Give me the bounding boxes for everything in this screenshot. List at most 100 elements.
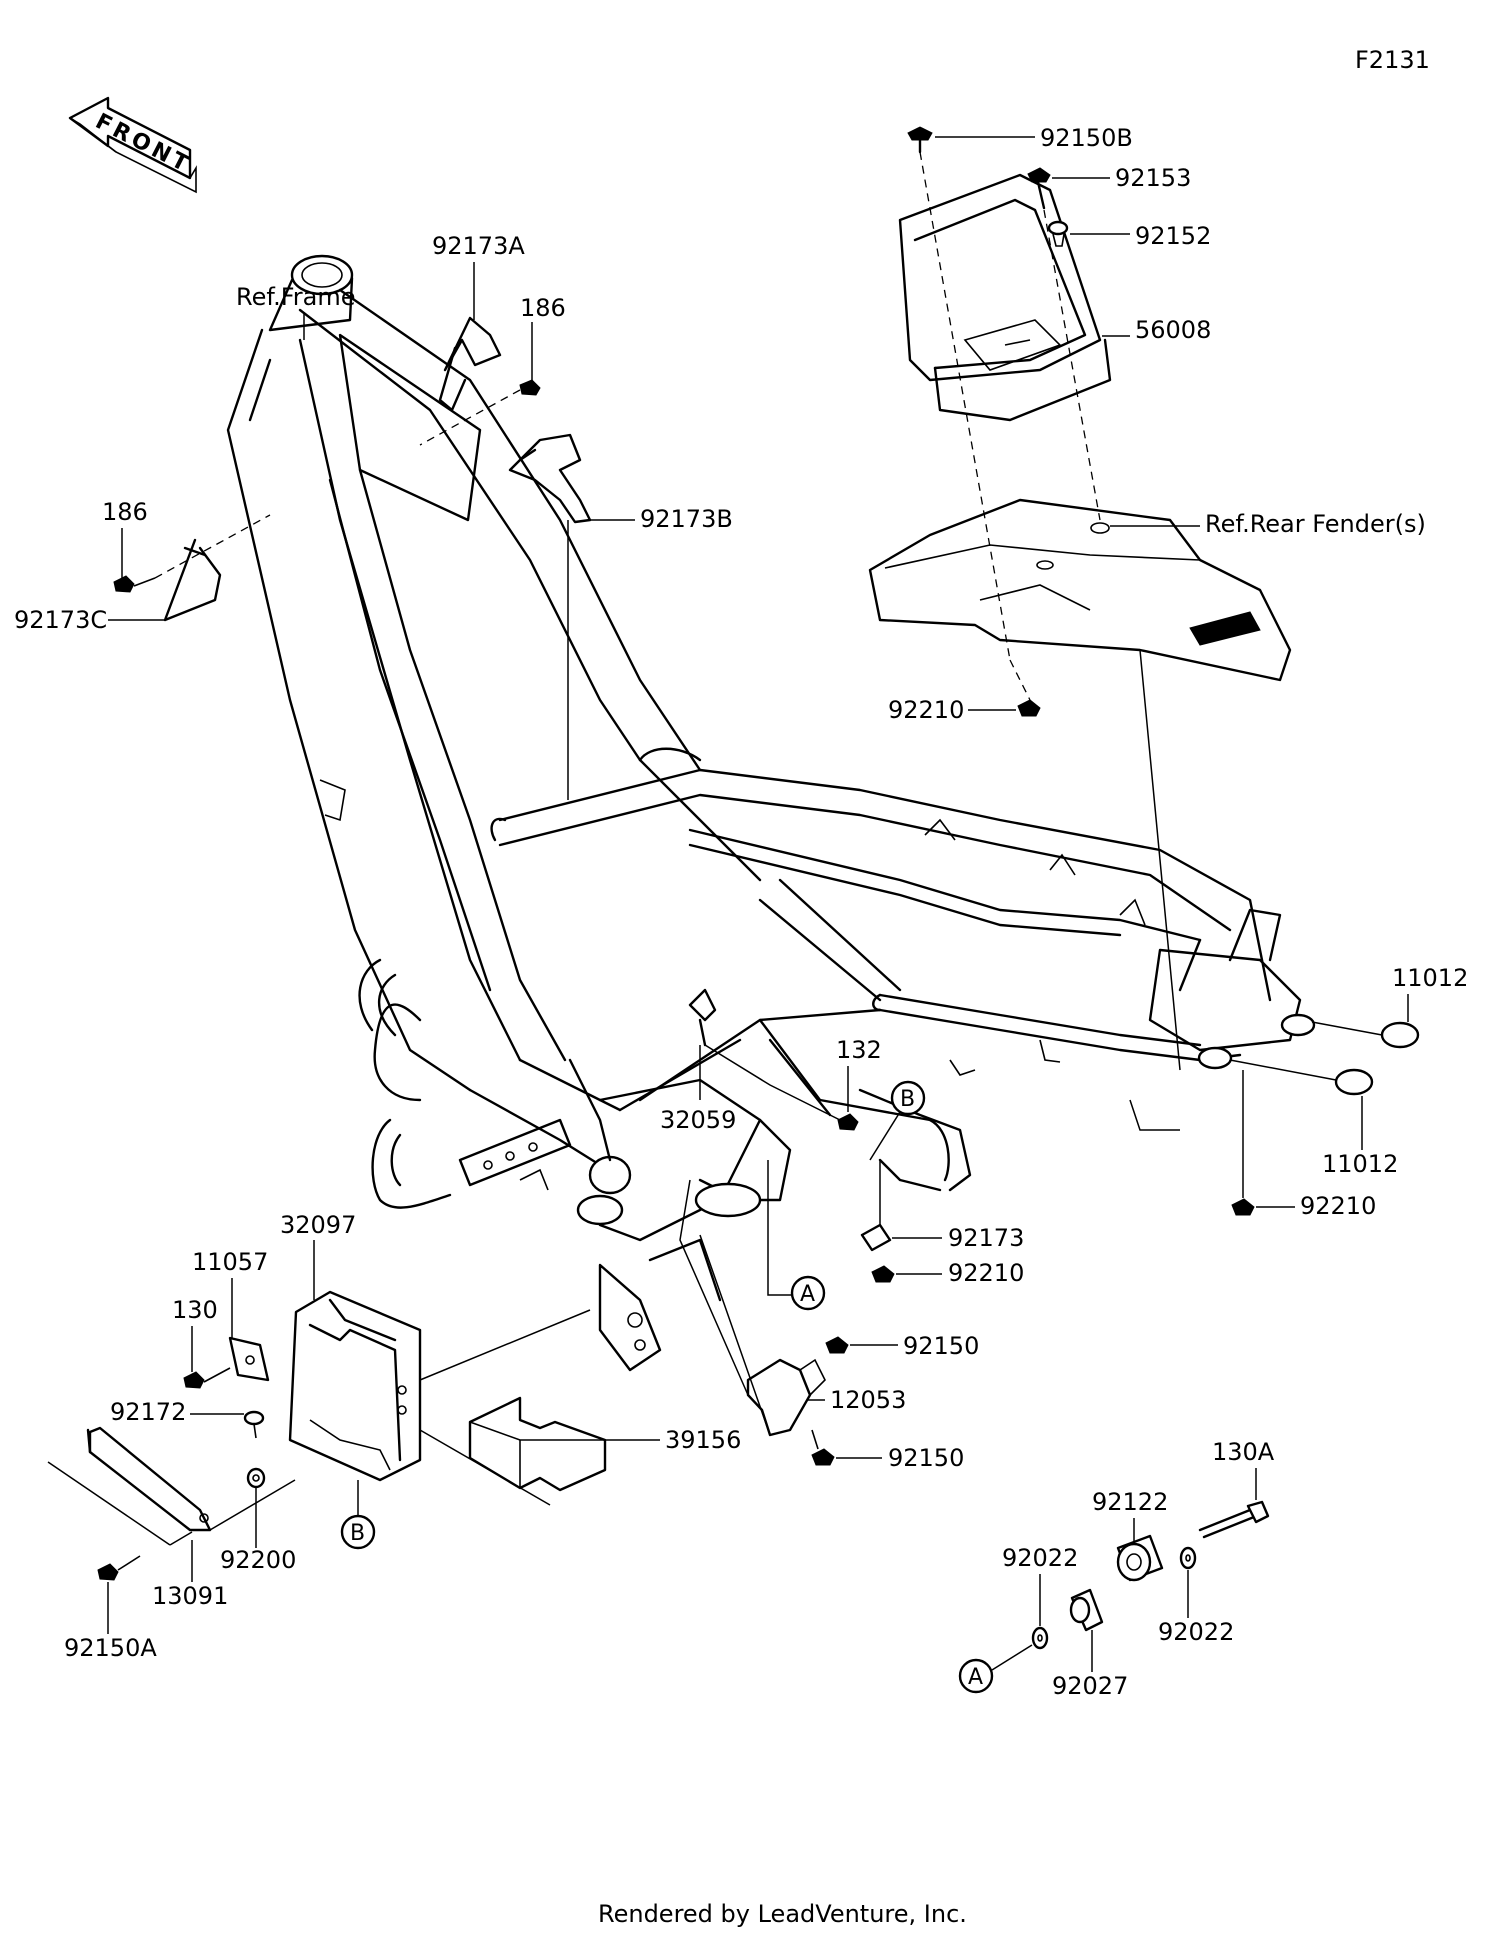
ref-frame-label: Ref.Frame <box>236 283 355 311</box>
label-92173: 92173 <box>948 1224 1024 1252</box>
callout-b-frame-leader <box>869 1111 901 1161</box>
pad-39156[interactable] <box>468 1396 607 1492</box>
label-132: 132 <box>836 1036 882 1064</box>
grommet-92152-icon[interactable] <box>1047 220 1069 247</box>
nut-92210-right-icon[interactable] <box>1231 1198 1255 1216</box>
diagram-code: F2131 <box>1355 46 1430 74</box>
callout-b-cover-label: B <box>350 1521 365 1546</box>
label-92027: 92027 <box>1052 1672 1128 1700</box>
label-92172: 92172 <box>110 1398 186 1426</box>
bushing-92122-icon[interactable] <box>1116 1534 1164 1582</box>
label-11012-bottom: 11012 <box>1322 1150 1398 1178</box>
strap-13091[interactable] <box>86 1426 212 1532</box>
bolt-186-left-icon[interactable] <box>113 575 156 593</box>
label-92210-mid: 92210 <box>948 1259 1024 1287</box>
ref-rear-fender-label: Ref.Rear Fender(s) <box>1205 510 1426 538</box>
label-92173A: 92173A <box>432 232 525 260</box>
collar-92027-icon[interactable] <box>1069 1588 1104 1632</box>
label-130: 130 <box>172 1296 218 1324</box>
label-92022-right: 92022 <box>1158 1618 1234 1646</box>
washer-92022-right-icon[interactable] <box>1179 1546 1197 1570</box>
callout-a-frame <box>790 1275 826 1311</box>
label-92150B: 92150B <box>1040 124 1133 152</box>
label-92150A: 92150A <box>64 1634 157 1662</box>
fender-down-line <box>1139 649 1181 1071</box>
label-56008: 56008 <box>1135 316 1211 344</box>
rear-fender-ref <box>868 498 1292 682</box>
line-32097-a <box>419 1309 591 1381</box>
label-92150-top: 92150 <box>903 1332 979 1360</box>
line-12053-b <box>699 1234 771 1436</box>
label-32059: 32059 <box>660 1106 736 1134</box>
label-92200: 92200 <box>220 1546 296 1574</box>
callout-a-frame-leader <box>767 1160 792 1296</box>
label-39156: 39156 <box>665 1426 741 1454</box>
line-11012-bottom <box>1229 1059 1337 1081</box>
bolt-92153-icon[interactable] <box>1027 167 1051 210</box>
label-92022-left: 92022 <box>1002 1544 1078 1572</box>
bolt-92150-bottom-icon[interactable] <box>811 1429 835 1466</box>
label-92210-right: 92210 <box>1300 1192 1376 1220</box>
bolt-92150A-icon[interactable] <box>97 1555 141 1581</box>
line-13091-b <box>169 1531 193 1546</box>
line-32059 <box>704 1044 841 1121</box>
label-186-top: 186 <box>520 294 566 322</box>
nut-92210-mid-icon[interactable] <box>871 1265 895 1283</box>
callout-a-frame-label: A <box>800 1282 815 1307</box>
clamp-92173A[interactable] <box>438 316 502 412</box>
label-92150-bottom: 92150 <box>888 1444 964 1472</box>
label-92122: 92122 <box>1092 1488 1168 1516</box>
footer-credit: Rendered by LeadVenture, Inc. <box>598 1900 967 1928</box>
align-line-3 <box>1009 659 1031 701</box>
cable-guide-32059[interactable] <box>688 988 717 1047</box>
callout-a-bushing <box>958 1658 994 1694</box>
bracket-line-right <box>1129 1099 1180 1131</box>
clamp-92173C[interactable] <box>163 538 222 622</box>
label-92173C: 92173C <box>14 606 107 634</box>
frame-drawing <box>226 254 1316 1372</box>
bolt-92150-top-icon[interactable] <box>825 1336 849 1354</box>
cover-32097[interactable] <box>288 1290 422 1482</box>
label-92152: 92152 <box>1135 222 1211 250</box>
align-line-186-top <box>419 389 521 446</box>
label-32097: 32097 <box>280 1211 356 1239</box>
bolt-92150B-icon[interactable] <box>907 126 933 154</box>
bolt-130A-icon[interactable] <box>1198 1500 1270 1539</box>
screw-92172-icon[interactable] <box>243 1410 265 1439</box>
washer-92022-left-icon[interactable] <box>1031 1626 1049 1650</box>
front-arrow-icon: FRONT <box>68 96 197 194</box>
nut-92210-top-icon[interactable] <box>1017 699 1041 717</box>
bolt-130-icon[interactable] <box>183 1367 231 1389</box>
label-13091: 13091 <box>152 1582 228 1610</box>
label-186-left: 186 <box>102 498 148 526</box>
callout-b-frame <box>890 1080 926 1116</box>
cap-11012-top-icon[interactable] <box>1380 1021 1420 1049</box>
line-13091-a <box>47 1461 171 1546</box>
line-11012-top <box>1311 1021 1383 1036</box>
label-92210-top: 92210 <box>888 696 964 724</box>
align-line-1 <box>919 151 1011 661</box>
label-92173B: 92173B <box>640 505 733 533</box>
label-11012-top: 11012 <box>1392 964 1468 992</box>
battery-case-56008[interactable] <box>898 173 1112 422</box>
bolt-132-icon[interactable] <box>837 1113 859 1131</box>
callout-a-bushing-leader <box>991 1644 1033 1671</box>
line-13091-c <box>209 1479 296 1531</box>
clamp-92173B[interactable] <box>508 433 592 524</box>
clamp-92173-icon[interactable] <box>860 1223 892 1252</box>
cap-11012-bottom-icon[interactable] <box>1334 1068 1374 1096</box>
label-11057: 11057 <box>192 1248 268 1276</box>
align-line-186-left <box>154 514 271 579</box>
label-92153: 92153 <box>1115 164 1191 192</box>
callout-a-bushing-label: A <box>968 1665 983 1690</box>
bolt-186-top-icon[interactable] <box>519 379 541 396</box>
mount-12053[interactable] <box>746 1358 826 1437</box>
bracket-11057[interactable] <box>228 1336 270 1382</box>
washer-92200-icon[interactable] <box>246 1467 266 1489</box>
label-12053: 12053 <box>830 1386 906 1414</box>
line-12053 <box>679 1179 749 1396</box>
label-130A: 130A <box>1212 1438 1275 1466</box>
callout-b-frame-label: B <box>900 1087 915 1112</box>
align-line-2 <box>1043 209 1101 521</box>
